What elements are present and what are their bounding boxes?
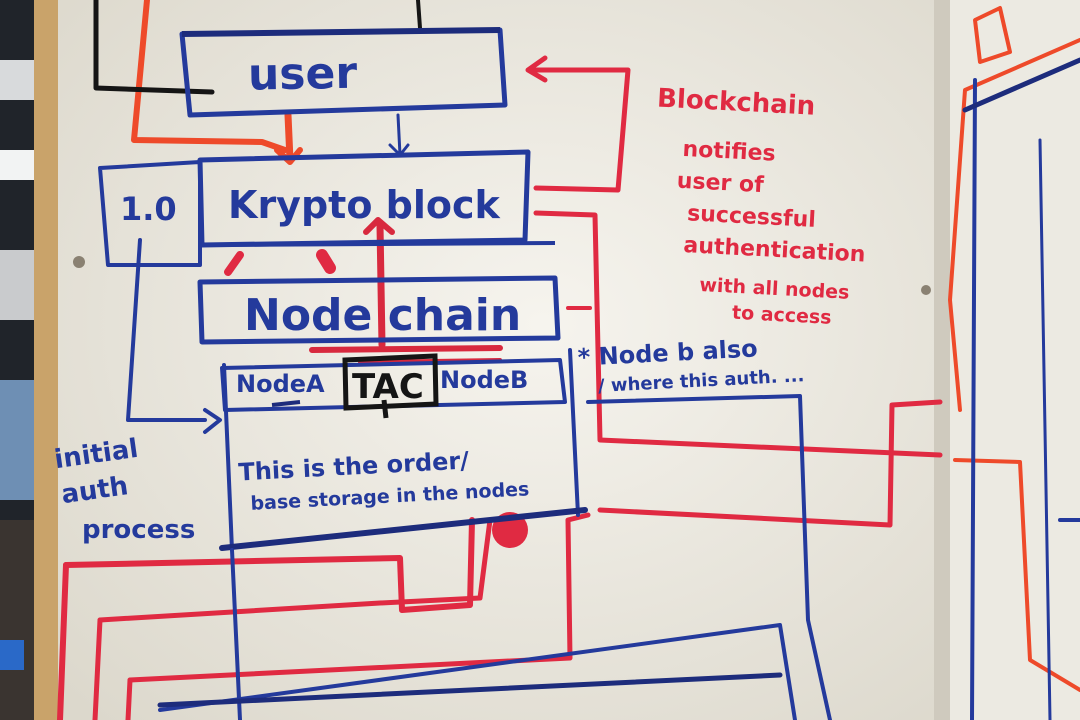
krypto-block-box <box>197 149 556 248</box>
tac-label: TAC <box>352 367 424 407</box>
node-b-label: NodeB <box>440 366 528 394</box>
blue-connectors <box>93 0 1080 720</box>
board-divider <box>934 0 952 720</box>
nodes-box <box>220 358 567 412</box>
red-note-line: notifies <box>682 137 776 167</box>
red-connectors <box>57 0 1080 720</box>
initial-auth-line3: process <box>82 515 195 545</box>
node-a-label: NodeA <box>236 370 325 398</box>
node-chain-label: Node chain <box>244 290 521 341</box>
board-screw <box>73 256 85 268</box>
red-note-line: user of <box>676 169 764 199</box>
user-box <box>179 27 508 118</box>
board-screw <box>921 285 931 295</box>
krypto-block-label: Krypto block <box>228 183 501 227</box>
red-note-line: to access <box>731 302 832 329</box>
user-label: user <box>248 48 358 101</box>
version-label: 1.0 <box>120 190 177 228</box>
node-chain-box <box>197 275 561 345</box>
board-frame <box>34 0 62 720</box>
tac-box <box>342 353 439 419</box>
